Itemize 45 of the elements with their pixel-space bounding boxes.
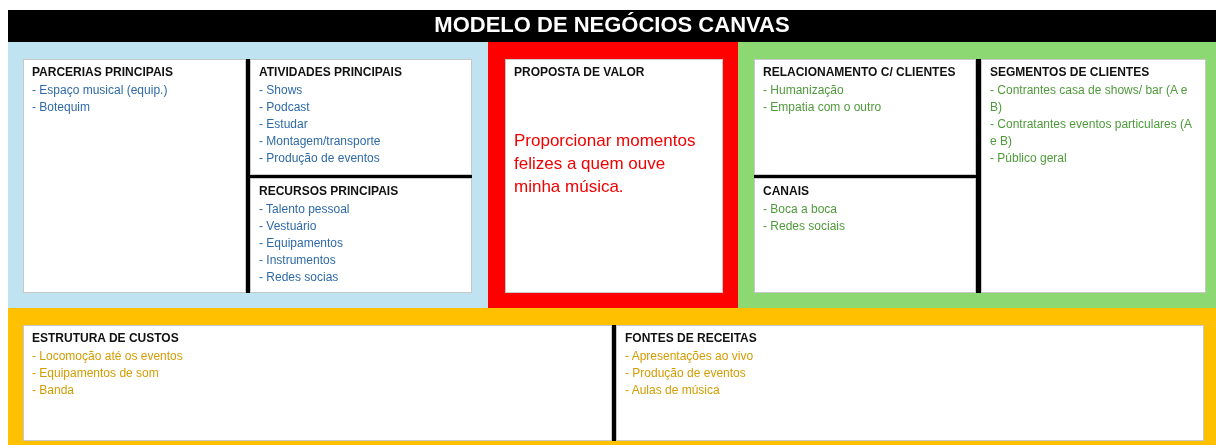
section-heading: RECURSOS PRINCIPAIS: [259, 184, 400, 198]
list-item: - Apresentações ao vivo: [625, 348, 755, 365]
value-statement: Proporcionar momentos felizes a quem ouve minha música.: [514, 130, 697, 198]
list-item: - Vestuário: [259, 218, 318, 235]
section-heading: SEGMENTOS DE CLIENTES: [990, 65, 1151, 79]
canvas-card: [754, 59, 976, 175]
list-item: - Aulas de música: [625, 382, 721, 399]
list-item: - Empatia com o outro: [763, 99, 883, 116]
canvas-card: [616, 325, 1204, 441]
list-item: - Instrumentos: [259, 252, 337, 269]
list-item: - Shows: [259, 82, 304, 99]
list-item: - Equipamentos: [259, 235, 345, 252]
list-item: - Público geral: [990, 150, 1068, 167]
section-heading: ESTRUTURA DE CUSTOS: [32, 331, 180, 345]
section-heading: ATIVIDADES PRINCIPAIS: [259, 65, 403, 79]
canvas-card: [250, 178, 472, 293]
list-item: - Contratantes eventos particulares (A e B): [990, 116, 1193, 150]
list-item: - Podcast: [259, 99, 311, 116]
section-heading: PARCERIAS PRINCIPAIS: [32, 65, 174, 79]
list-item: - Redes sociais: [763, 218, 847, 235]
section-heading: FONTES DE RECEITAS: [625, 331, 758, 345]
canvas-card: [250, 59, 472, 175]
canvas-card: [505, 59, 723, 293]
canvas-card: [23, 325, 612, 441]
section-heading: PROPOSTA DE VALOR: [514, 65, 646, 79]
title-text: MODELO DE NEGÓCIOS CANVAS: [433, 11, 791, 39]
list-item: - Produção de eventos: [625, 365, 747, 382]
canvas-card: [754, 178, 976, 293]
list-item: - Boca a boca: [763, 201, 839, 218]
section-heading: CANAIS: [763, 184, 810, 198]
list-item: - Equipamentos de som: [32, 365, 160, 382]
list-item: - Talento pessoal: [259, 201, 351, 218]
canvas-card: [981, 59, 1206, 293]
list-item: - Estudar: [259, 116, 309, 133]
list-item: - Contrantes casa de shows/ bar (A e B): [990, 82, 1189, 116]
list-item: - Montagem/transporte: [259, 133, 382, 150]
list-item: - Banda: [32, 382, 76, 399]
canvas-card: [23, 59, 246, 293]
list-item: - Redes socias: [259, 269, 340, 286]
list-item: - Humanização: [763, 82, 845, 99]
list-item: - Espaço musical (equip.): [32, 82, 169, 99]
section-heading: RELACIONAMENTO C/ CLIENTES: [763, 65, 957, 79]
list-item: - Produção de eventos: [259, 150, 381, 167]
list-item: - Botequim: [32, 99, 92, 116]
list-item: - Locomoção até os eventos: [32, 348, 184, 365]
